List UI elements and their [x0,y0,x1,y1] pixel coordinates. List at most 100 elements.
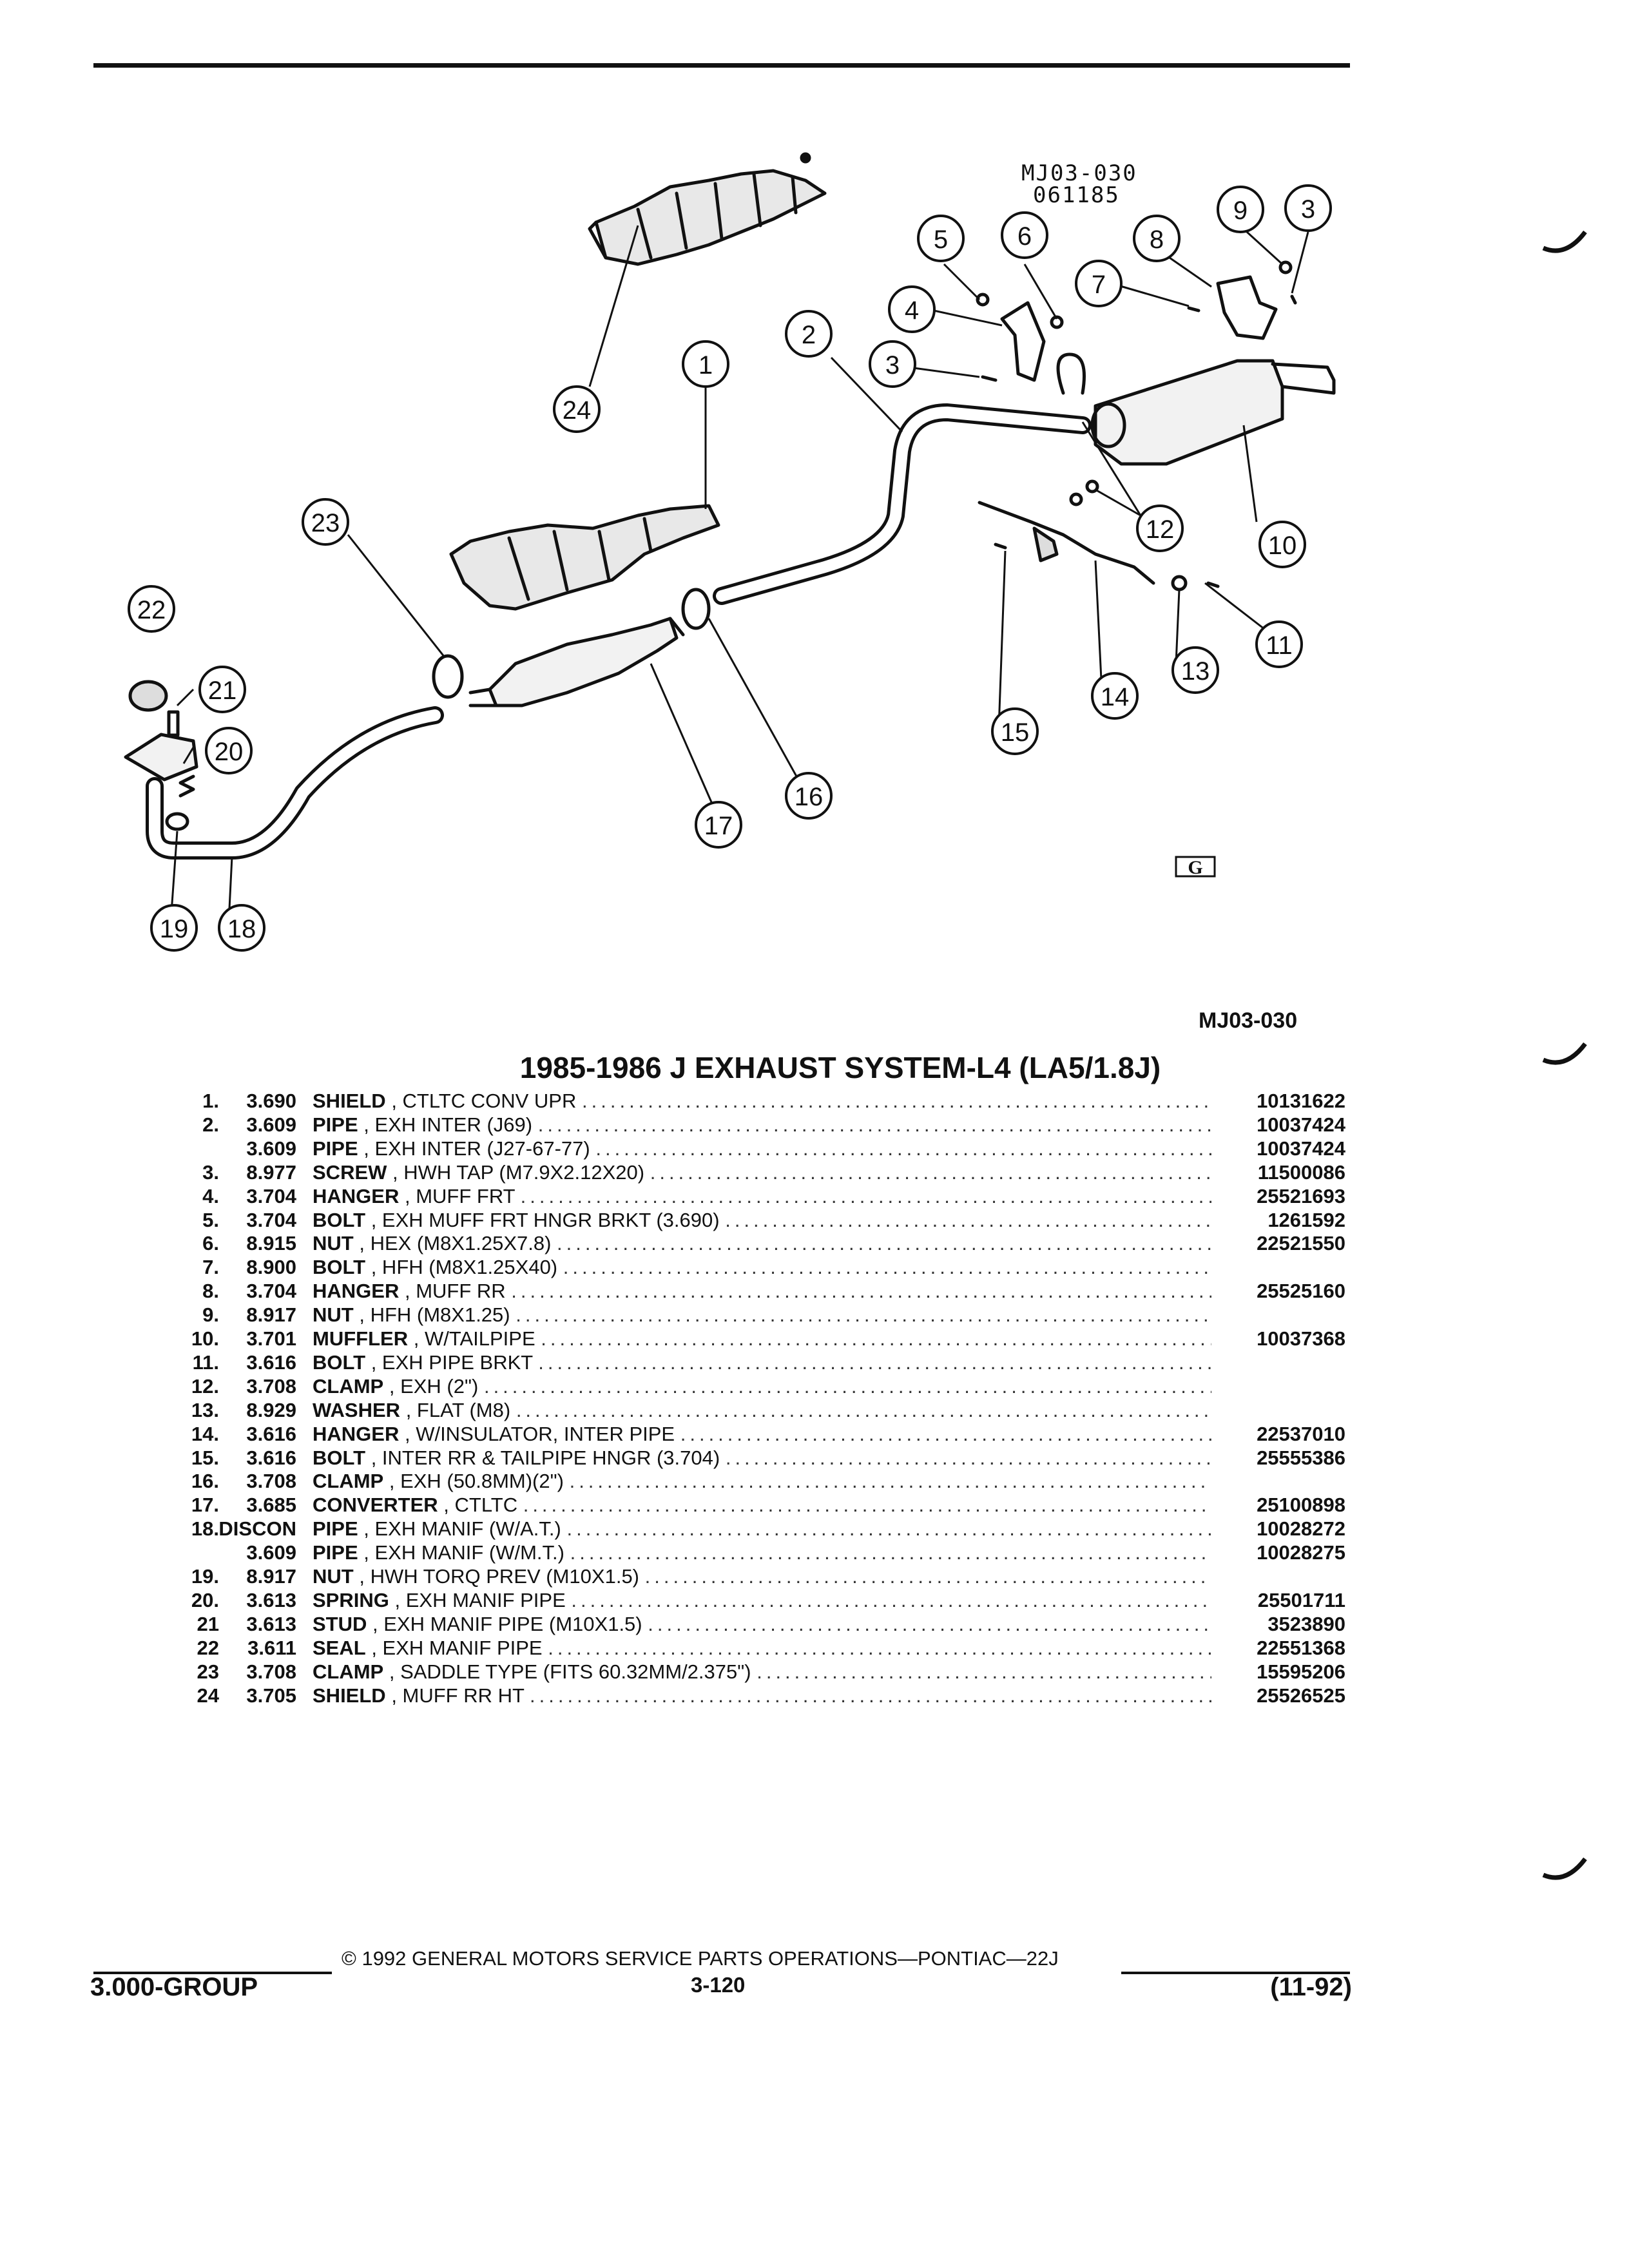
leader-dots: ........................................… [725,1446,1211,1469]
part-number: 10037424 [1257,1113,1345,1136]
part-name: SCREW [313,1160,387,1184]
binder-mark [1542,1042,1587,1065]
part-description: PIPE , EXH INTER (J69) .................… [313,1113,1211,1137]
svg-text:G: G [1188,857,1202,878]
item-number: 15. [191,1446,219,1469]
part-description: SPRING , EXH MANIF PIPE ................… [313,1588,1211,1612]
item-number: 1. [202,1090,219,1112]
item-number: 13. [191,1398,219,1421]
part-description: BOLT , EXH MUFF FRT HNGR BRKT (3.690) ..… [313,1208,1211,1232]
part-detail: , EXH MANIF PIPE [371,1636,543,1659]
part-number: 25555386 [1257,1446,1345,1469]
leader-dots: ........................................… [569,1470,1211,1493]
part-number: 10131622 [1257,1090,1345,1112]
item-number: 8. [202,1280,219,1303]
item-number: 5. [202,1208,219,1231]
part-description: WASHER , FLAT (M8) .....................… [313,1398,1211,1422]
part-name: SPRING [313,1588,389,1611]
exhaust-exploded-diagram: 1 2 3 3 4 5 6 7 8 9 10 11 12 13 14 15 16… [124,152,1336,952]
part-ctltc-conv-upr-shield [449,504,720,611]
part-name: SEAL [313,1636,366,1659]
item-number: 4. [202,1184,219,1207]
callout-8: 8 [1150,226,1164,254]
part-detail: , W/INSULATOR, INTER PIPE [404,1422,675,1445]
part-description: CLAMP , EXH (50.8MM)(2") ...............… [313,1469,1211,1493]
part-number: 1261592 [1268,1208,1345,1231]
part-detail: , HEX (M8X1.25X7.8) [359,1232,552,1255]
callout-17: 17 [704,812,733,840]
part-number: 22537010 [1257,1422,1345,1445]
item-number: 11. [192,1350,219,1374]
footer-page-number: 3-120 [691,1973,746,1997]
group-number: 8.915 [246,1232,296,1255]
part-name: BOLT [313,1208,366,1231]
part-detail: , EXH MANIF PIPE (M10X1.5) [372,1612,642,1635]
diagram-reference: MJ03-030 061185 [1021,162,1137,206]
part-name: CLAMP [313,1470,384,1493]
item-number: 22 [197,1636,219,1659]
group-number: 3.609 [246,1541,296,1564]
part-description: NUT , HEX (M8X1.25X7.8) ................… [313,1231,1211,1255]
callout-1: 1 [699,351,713,380]
item-number: 17. [191,1494,219,1517]
part-number: 25100898 [1257,1494,1345,1517]
callout-21: 21 [208,677,237,705]
leader-dots: ........................................… [648,1612,1211,1635]
part-detail: , EXH MUFF FRT HNGR BRKT (3.690) [371,1208,720,1231]
callout-2: 2 [802,321,816,349]
footer-date: (11-92) [1270,1973,1352,2001]
callout-16: 16 [795,783,824,811]
part-detail: , FLAT (M8) [405,1398,511,1421]
part-detail: , MUFF FRT [404,1184,516,1207]
leader-dots: ........................................… [680,1422,1211,1445]
binder-mark [1542,230,1587,253]
part-description: MUFFLER , W/TAILPIPE ...................… [313,1327,1211,1350]
leader-dots: ........................................… [725,1208,1211,1231]
part-description: NUT , HWH TORQ PREV (M10X1.5) ..........… [313,1564,1211,1588]
group-number: 3.701 [246,1327,296,1350]
part-exh-clamp-16 [681,588,711,630]
part-manif-stud [167,710,180,737]
part-description: SHIELD , CTLTC CONV UPR ................… [313,1089,1211,1113]
part-name: NUT [313,1303,354,1327]
item-number: 23 [197,1660,219,1683]
leader-dots: ........................................… [538,1350,1211,1374]
item-number: 20. [191,1588,219,1611]
part-description: CLAMP , SADDLE TYPE (FITS 60.32MM/2.375"… [313,1660,1211,1684]
part-name: PIPE [313,1541,358,1564]
part-name: HANGER [313,1280,400,1303]
part-detail: , HFH (M8X1.25X40) [371,1256,558,1279]
part-name: PIPE [313,1517,358,1541]
section-title: 1985-1986 J EXHAUST SYSTEM-L4 (LA5/1.8J) [519,1051,1161,1084]
leader-dots: ........................................… [563,1256,1211,1279]
part-detail: , EXH INTER (J27-67-77) [363,1137,590,1160]
callout-23: 23 [311,509,340,537]
diagram-ref-id: MJ03-030 [1021,160,1137,186]
group-number: 3.611 [247,1636,296,1659]
part-name: NUT [313,1232,354,1255]
part-description: BOLT , EXH PIPE BRKT ...................… [313,1350,1211,1374]
part-manif-flange [124,733,198,782]
part-description: PIPE , EXH MANIF (W/A.T.) ..............… [313,1517,1211,1541]
group-number: 3.616 [246,1350,296,1374]
callout-5: 5 [934,226,948,254]
item-number: 18. [191,1517,219,1541]
group-number: 3.616 [246,1446,296,1469]
callout-3a: 3 [885,351,900,380]
part-number: 22521550 [1257,1232,1345,1255]
group-number: 8.977 [246,1160,296,1184]
group-number: 3.609 [246,1113,296,1136]
